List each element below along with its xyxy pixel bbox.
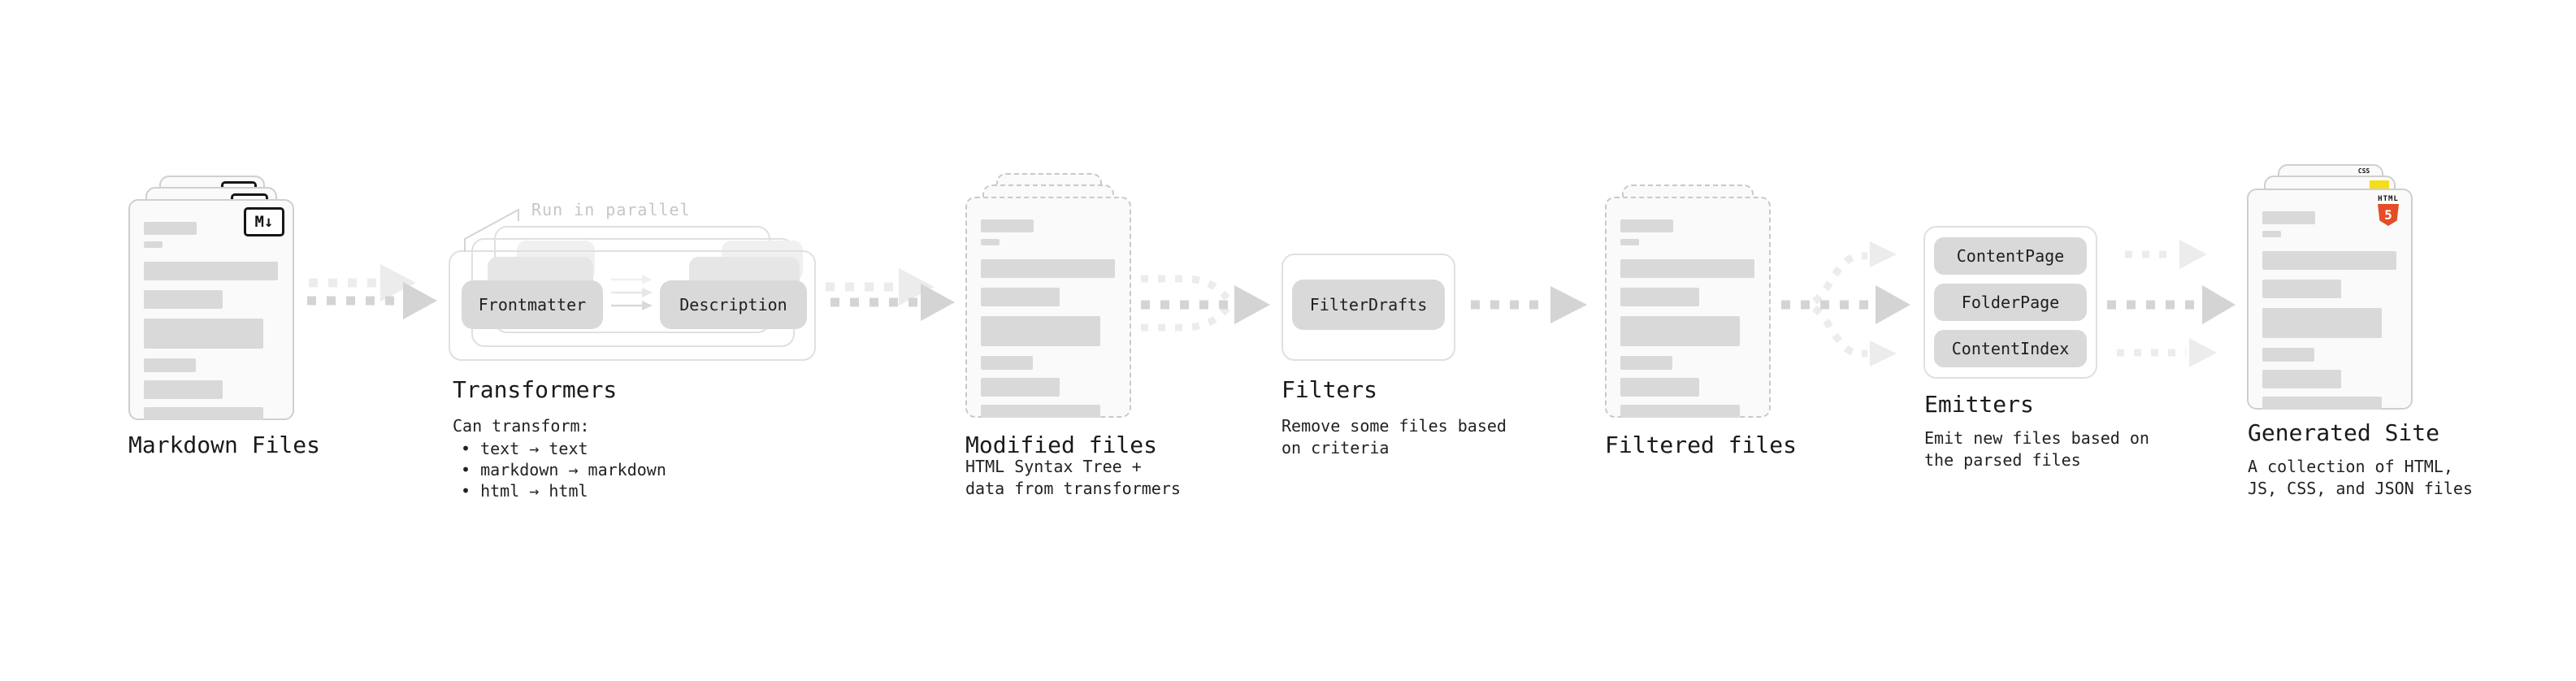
- css-icon-label: CSS: [2357, 167, 2370, 175]
- skeleton-line: [981, 356, 1033, 370]
- emitters-desc: Emit new files based on: [1924, 428, 2149, 448]
- html5-icon: HTML 5: [2375, 195, 2401, 226]
- markdown-files-label: Markdown Files: [128, 432, 321, 458]
- arrow-head: [1550, 286, 1587, 323]
- fork-branch-top: [1811, 252, 1867, 305]
- modified-files-desc: HTML Syntax Tree +: [965, 457, 1142, 476]
- arrow-head: [1876, 285, 1910, 324]
- arrow-head-middle: [2202, 285, 2236, 324]
- fork-head-bottom: [1870, 340, 1897, 367]
- skeleton-line: [2262, 280, 2341, 298]
- skeleton-line: [981, 316, 1100, 346]
- filtered-files-label: Filtered files: [1605, 432, 1798, 458]
- skeleton-line: [2262, 211, 2315, 224]
- modified-file-card-front: [965, 197, 1131, 418]
- arrow-head: [1234, 285, 1270, 324]
- merge-branch-bottom: [1141, 306, 1230, 332]
- transformers-bullet: • text → text: [461, 439, 588, 458]
- skeleton-line: [2262, 348, 2314, 362]
- generated-html-card: HTML 5: [2247, 189, 2413, 410]
- skeleton-line: [1620, 356, 1672, 370]
- skeleton-line: [1620, 405, 1740, 418]
- skeleton-line: [981, 288, 1060, 306]
- arrow-head: [403, 282, 437, 319]
- emitter-pill-contentpage: ContentPage: [1934, 237, 2087, 275]
- run-in-parallel-annotation: Run in parallel: [531, 200, 691, 219]
- generated-site-label: Generated Site: [2248, 419, 2440, 446]
- document-skeleton: [981, 219, 1117, 418]
- filter-pill-filterdrafts: FilterDrafts: [1292, 280, 1445, 330]
- emitter-pill-contentindex: ContentIndex: [1934, 330, 2087, 367]
- markdown-file-card-front: M↓: [128, 199, 294, 420]
- skeleton-line: [144, 407, 263, 420]
- modified-files-desc: data from transformers: [965, 479, 1181, 498]
- skeleton-line: [1620, 259, 1754, 278]
- skeleton-line: [144, 380, 223, 399]
- skeleton-line: [144, 290, 223, 309]
- skeleton-line: [144, 241, 163, 248]
- markdown-icon-label: M↓: [254, 213, 274, 231]
- filters-desc: Remove some files based: [1281, 416, 1507, 436]
- run-in-parallel-callout-line: [464, 208, 519, 252]
- arrow-head-top: [2179, 240, 2207, 269]
- arrow-filters-to-filtered: [1471, 286, 1587, 323]
- skeleton-line: [1620, 219, 1673, 232]
- modified-files-label: Modified files: [965, 432, 1158, 458]
- arrow-ghost: [826, 268, 935, 306]
- transformers-label: Transformers: [453, 376, 618, 403]
- skeleton-line: [1620, 378, 1699, 397]
- skeleton-line: [981, 378, 1060, 397]
- emitter-pill-folderpage: FolderPage: [1934, 284, 2087, 321]
- skeleton-line: [981, 405, 1100, 418]
- skeleton-line: [1620, 288, 1699, 306]
- filters-desc: on criteria: [1281, 438, 1390, 458]
- arrow-modified-to-filters-merge: [1141, 275, 1270, 332]
- arrows-emitters-to-generated: [2107, 240, 2236, 367]
- emitters-label: Emitters: [1924, 391, 2034, 418]
- transformers-bullet: • markdown → markdown: [461, 460, 666, 479]
- filtered-file-card-front: [1605, 197, 1771, 418]
- markdown-icon: M↓: [244, 207, 284, 236]
- parallel-mini-arrows: [611, 275, 653, 310]
- arrow-filtered-to-emitters-fork: [1781, 241, 1910, 367]
- skeleton-line: [981, 259, 1115, 278]
- arrow-ghost: [309, 264, 416, 301]
- skeleton-line: [144, 222, 197, 235]
- generated-site-desc: A collection of HTML,: [2248, 457, 2453, 476]
- skeleton-line: [1620, 316, 1740, 346]
- skeleton-line: [2262, 308, 2382, 338]
- skeleton-line: [144, 319, 263, 349]
- skeleton-line: [2262, 397, 2382, 410]
- arrow-transformers-to-modified: [826, 268, 955, 321]
- transformer-pill-description: Description: [660, 280, 807, 329]
- skeleton-line: [2262, 370, 2341, 388]
- document-skeleton: [144, 222, 280, 420]
- skeleton-line: [981, 239, 1000, 245]
- filters-label: Filters: [1281, 376, 1378, 403]
- skeleton-line: [2262, 231, 2281, 237]
- document-skeleton: [2262, 211, 2398, 410]
- transformer-frame-front: [449, 250, 816, 361]
- merge-branch-top: [1141, 275, 1230, 301]
- html5-icon-word: HTML: [2378, 195, 2399, 203]
- arrow-markdown-to-transformers: [307, 264, 437, 319]
- transformers-desc-title: Can transform:: [453, 416, 590, 436]
- transformer-pill-frontmatter: Frontmatter: [462, 280, 603, 329]
- document-skeleton: [1620, 219, 1756, 418]
- emitters-desc: the parsed files: [1924, 450, 2081, 470]
- skeleton-line: [981, 219, 1034, 232]
- html5-icon-five: 5: [2384, 206, 2392, 223]
- arrow-head: [921, 284, 955, 321]
- generated-site-desc: JS, CSS, and JSON files: [2248, 479, 2473, 498]
- fork-branch-bottom: [1811, 305, 1867, 358]
- arrow-head-bottom: [2189, 338, 2217, 367]
- skeleton-line: [144, 358, 196, 372]
- transformers-bullet: • html → html: [461, 481, 588, 501]
- skeleton-line: [144, 262, 278, 280]
- skeleton-line: [1620, 239, 1639, 245]
- fork-head-top: [1870, 241, 1897, 267]
- skeleton-line: [2262, 251, 2396, 270]
